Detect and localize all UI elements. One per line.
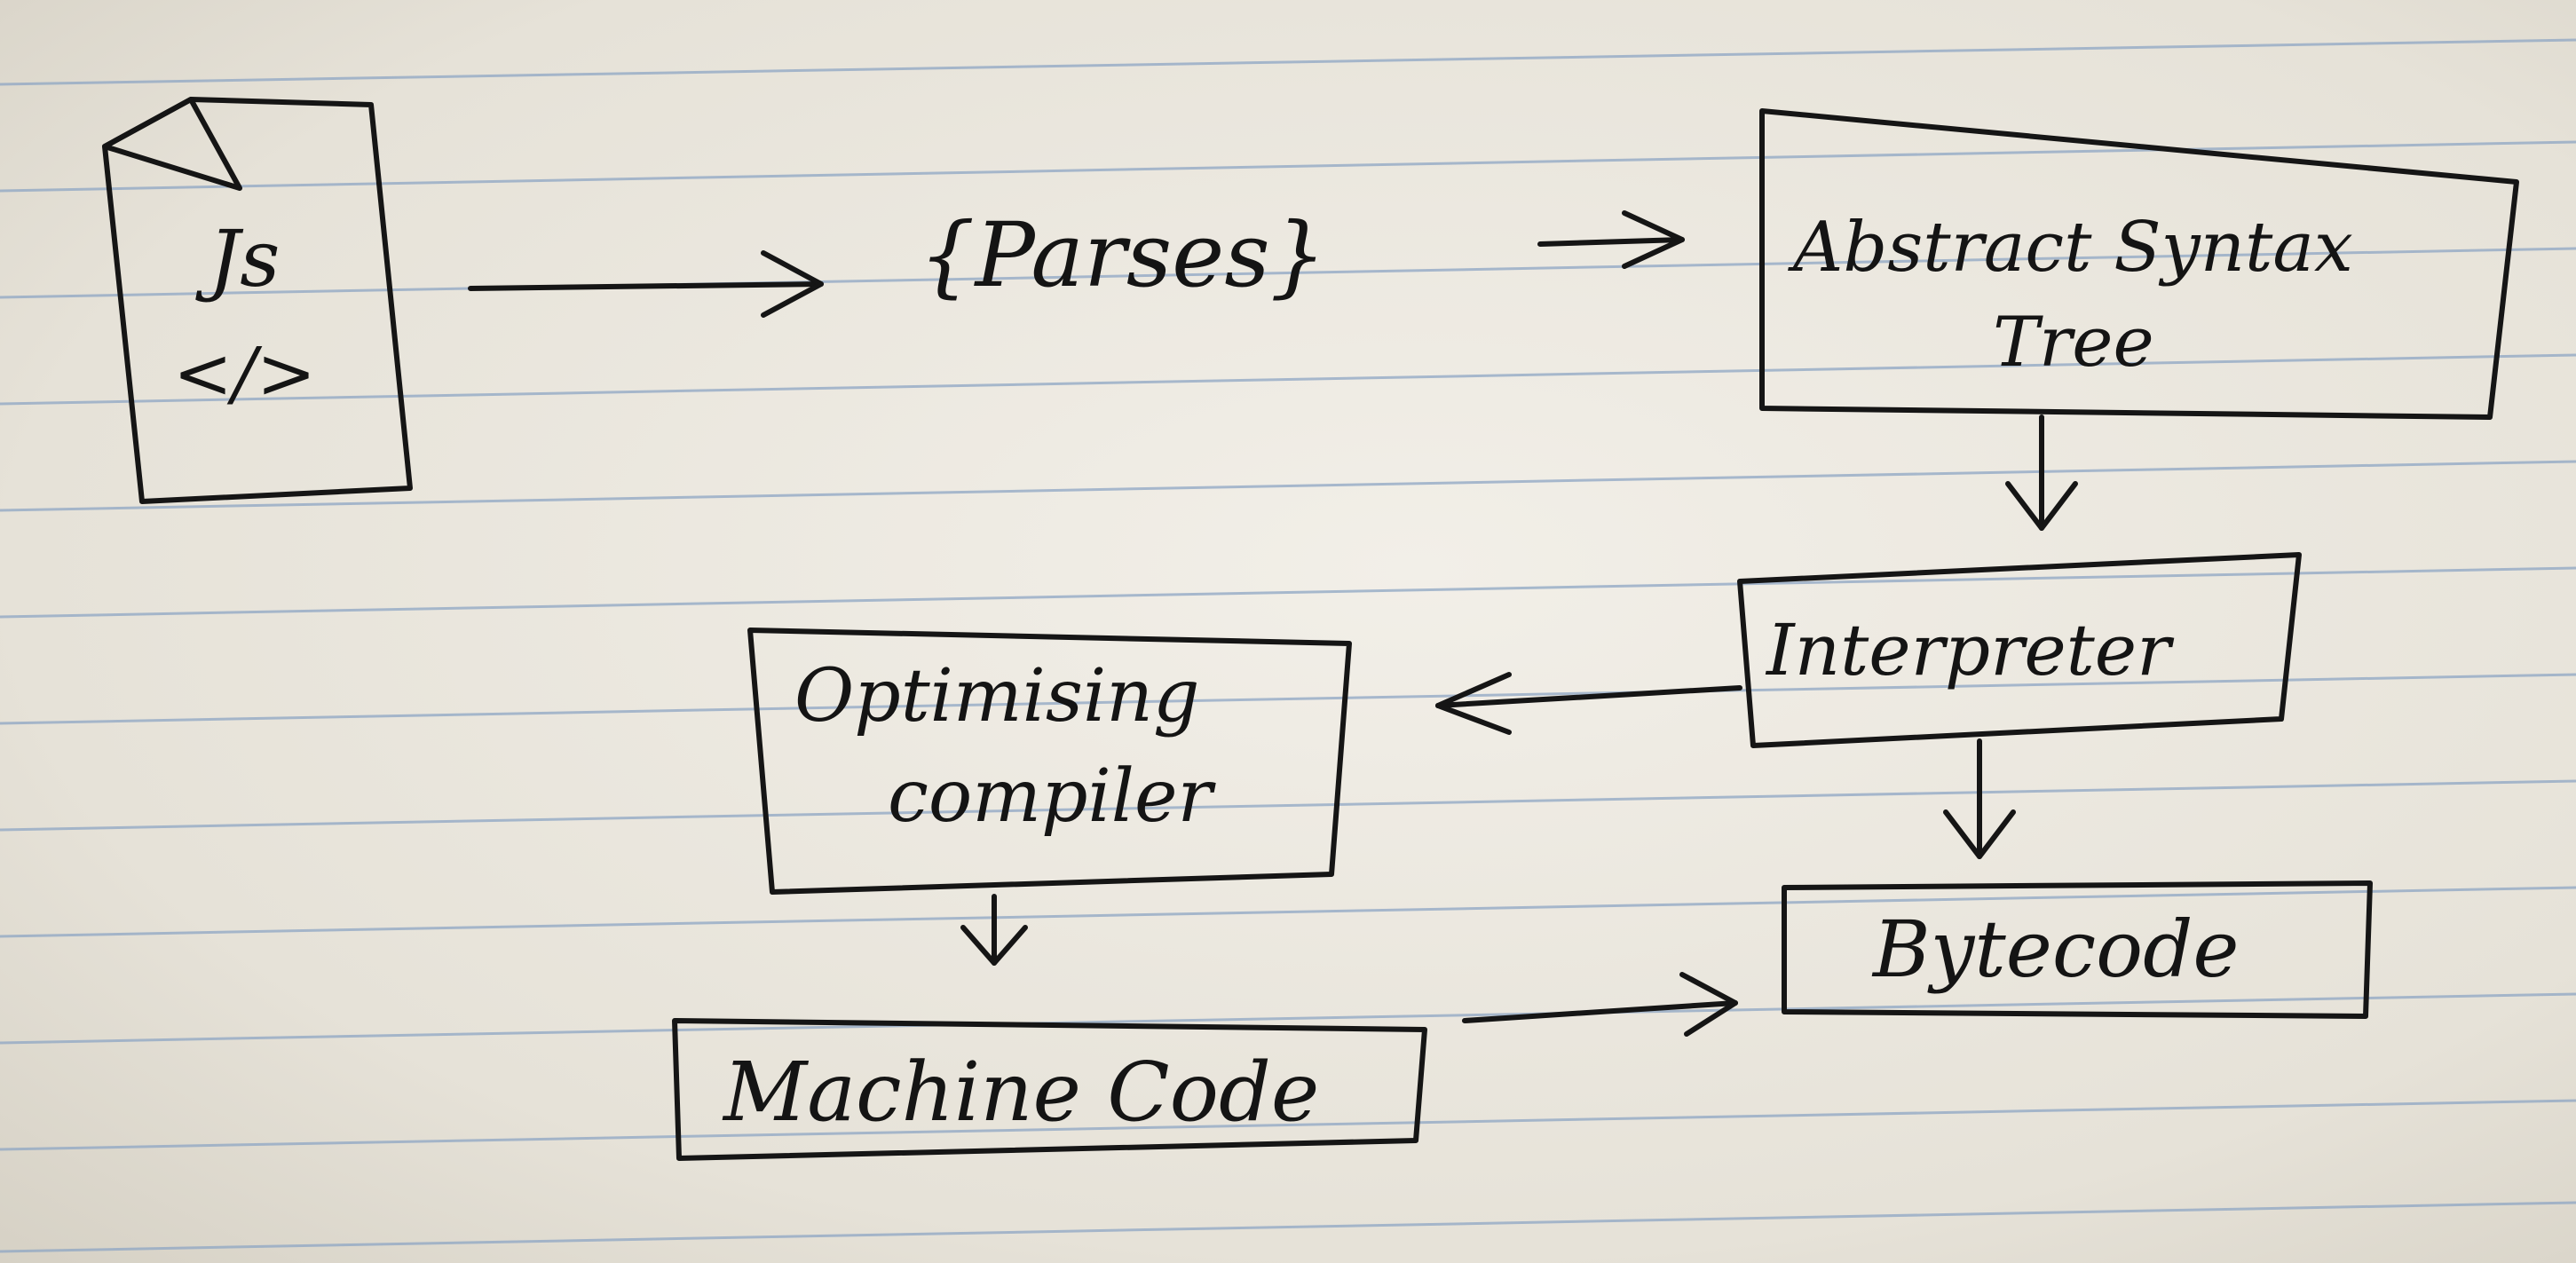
code-brackets-label: </> [173,332,316,414]
arrow-parser-to-ast [1537,210,1685,269]
arrow-optimizer-to-machine-code [960,894,1028,966]
interpreter-box [1737,552,2302,748]
optimizer-label-line1: Optimising [794,654,1200,738]
parser-label: {Parses} [919,203,1326,307]
interpreter-label: Interpreter [1765,609,2175,691]
machine-code-node: Machine Code [672,1018,1427,1161]
optimizer-box [747,628,1352,895]
folded-corner-icon [102,97,242,191]
ast-label-line1: Abstract Syntax [1788,208,2353,288]
arrow-ast-to-interpreter [2005,414,2078,531]
ast-box [1759,108,2519,420]
interpreter-node: Interpreter [1737,552,2302,748]
js-label: Js [195,213,280,304]
parser-node: {Parses} [919,203,1326,307]
machine-code-box [672,1018,1427,1161]
arrow-interpreter-to-optimizer [1435,672,1742,735]
optimizer-label-line2: compiler [888,754,1217,839]
arrow-machine-code-to-bytecode [1462,972,1738,1037]
bytecode-box [1782,880,2373,1019]
js-file-node: Js </> [102,97,413,504]
arrow-interpreter-to-bytecode [1943,738,2016,859]
bytecode-node: Bytecode [1782,880,2373,1019]
bytecode-label: Bytecode [1871,904,2240,995]
ruled-lines [0,38,2576,1253]
optimizer-node: Optimising compiler [747,628,1352,895]
ast-label-line2: Tree [1993,303,2154,383]
machine-code-label: Machine Code [722,1045,1319,1140]
ast-node: Abstract Syntax Tree [1759,108,2519,420]
arrow-file-to-parser [468,250,824,318]
